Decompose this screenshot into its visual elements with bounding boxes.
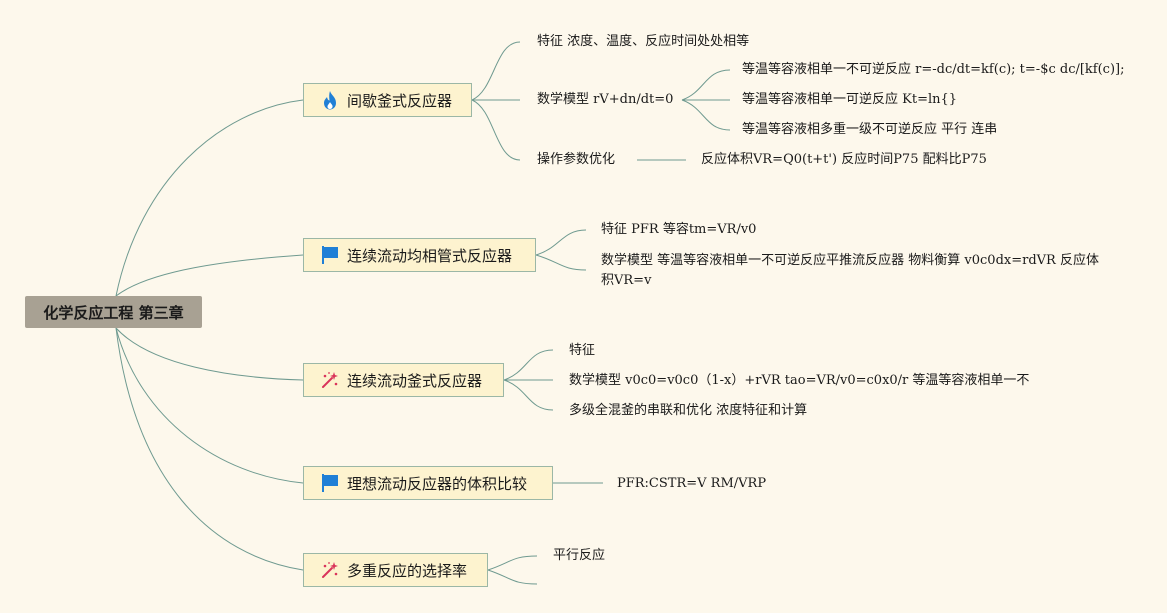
branch-plug-flow-reactor[interactable]: 连续流动均相管式反应器 bbox=[303, 238, 536, 272]
fire-icon bbox=[319, 89, 341, 111]
leaf-b1-optimization[interactable]: 操作参数优化 bbox=[537, 152, 616, 167]
branch-label: 连续流动釜式反应器 bbox=[347, 371, 483, 390]
branch-volume-comparison[interactable]: 理想流动反应器的体积比较 bbox=[303, 466, 553, 500]
connector-b1-c1 bbox=[471, 41, 521, 101]
leaf-b1-model-sub1[interactable]: 等温等容液相单一不可逆反应 r=-dc/dt=kf(c); t=-$c dc/[… bbox=[742, 62, 1125, 77]
connector-root-branch-2 bbox=[115, 254, 304, 297]
connector-b2-c1 bbox=[535, 229, 587, 256]
leaf-b2-model[interactable]: 数学模型 等温等容液相单一不可逆反应平推流反应器 物料衡算 v0c0dx=rdV… bbox=[601, 253, 1099, 288]
connector-b5-c2 bbox=[487, 569, 538, 585]
leaf-b5-parallel[interactable]: 平行反应 bbox=[553, 548, 606, 563]
connector-b3-c3 bbox=[503, 379, 554, 411]
root-topic[interactable]: 化学反应工程 第三章 bbox=[25, 296, 202, 328]
branch-label: 理想流动反应器的体积比较 bbox=[347, 474, 528, 493]
root-topic-label: 化学反应工程 第三章 bbox=[43, 303, 184, 322]
sparkle-icon bbox=[319, 559, 341, 581]
branch-label: 间歇釜式反应器 bbox=[347, 91, 453, 110]
flag-icon bbox=[319, 244, 341, 266]
leaf-b4-ratio[interactable]: PFR:CSTR=V RM/VRP bbox=[617, 476, 767, 491]
connector-b5-c1 bbox=[487, 555, 538, 571]
leaf-b1-model[interactable]: 数学模型 rV+dn/dt=0 bbox=[537, 92, 674, 107]
leaf-b3-model[interactable]: 数学模型 v0c0=v0c0（1-x）+rVR tao=VR/v0=c0x0/r… bbox=[569, 373, 1030, 388]
leaf-b2-feature[interactable]: 特征 PFR 等容tm=VR/v0 bbox=[601, 222, 757, 237]
connector-b1-c3 bbox=[471, 99, 521, 161]
branch-label: 多重反应的选择率 bbox=[347, 561, 468, 580]
connector-b1c2-g3 bbox=[681, 99, 731, 131]
leaf-b3-multistage[interactable]: 多级全混釜的串联和优化 浓度特征和计算 bbox=[569, 403, 808, 418]
connector-root-branch-5 bbox=[115, 327, 304, 571]
sparkle-icon bbox=[319, 369, 341, 391]
branch-batch-reactor[interactable]: 间歇釜式反应器 bbox=[303, 83, 472, 117]
branch-selectivity[interactable]: 多重反应的选择率 bbox=[303, 553, 488, 587]
leaf-b1-optimization-sub1[interactable]: 反应体积VR=Q0(t+t') 反应时间P75 配料比P75 bbox=[701, 152, 987, 167]
connector-root-branch-3 bbox=[115, 327, 304, 381]
connector-b1c2-g1 bbox=[681, 69, 731, 101]
leaf-b1-feature[interactable]: 特征 浓度、温度、反应时间处处相等 bbox=[537, 34, 750, 49]
branch-cstr[interactable]: 连续流动釜式反应器 bbox=[303, 363, 504, 397]
leaf-b1-model-sub2[interactable]: 等温等容液相单一可逆反应 Kt=ln{} bbox=[742, 92, 958, 107]
connector-b2-c2 bbox=[535, 254, 587, 271]
connector-b3-c1 bbox=[503, 349, 554, 381]
connector-root-branch-4 bbox=[115, 327, 304, 484]
leaf-b1-model-sub3[interactable]: 等温等容液相多重一级不可逆反应 平行 连串 bbox=[742, 122, 998, 137]
flag-icon bbox=[319, 472, 341, 494]
leaf-b3-feature[interactable]: 特征 bbox=[569, 343, 596, 358]
connector-root-branch-1 bbox=[115, 99, 304, 297]
branch-label: 连续流动均相管式反应器 bbox=[347, 246, 513, 265]
